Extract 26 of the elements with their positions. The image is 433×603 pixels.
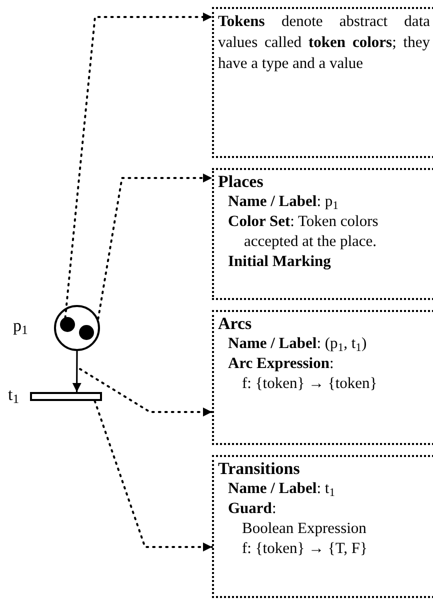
box-text: f: {token} → {T, F}	[242, 539, 368, 559]
leader-line	[79, 368, 213, 416]
box-text: Name / Label: p$_{1}$	[228, 192, 340, 212]
box-text: Name / Label: (p$_{1}$, t$_{1}$)	[228, 334, 368, 354]
info-box	[212, 455, 433, 598]
info-box	[212, 7, 433, 158]
box-text: Color Set: Token colors accepted at the place.	[228, 212, 380, 252]
node-label: t$_{1}$	[8, 385, 20, 405]
box-text: Initial Marking	[228, 252, 332, 272]
leader-line	[64, 12, 213, 319]
leader-line	[97, 174, 213, 320]
box-heading: Arcs	[218, 314, 253, 334]
box-text: Arc Expression:	[228, 354, 335, 374]
info-box	[212, 310, 433, 445]
box-text: Tokens denote abstract data values called token colors; they have a type and a value	[218, 12, 430, 74]
box-text: f: {token} → {token}	[242, 374, 378, 394]
box-heading: Places	[218, 172, 264, 192]
node-label: p$_{1}$	[13, 316, 28, 336]
box-text: Boolean Expression	[242, 519, 368, 539]
box-heading: Transitions	[218, 459, 301, 479]
arc-arrow	[72, 350, 82, 393]
box-text: Name / Label: t$_{1}$	[228, 479, 336, 499]
transition-bar	[30, 392, 102, 401]
box-text: Guard:	[228, 499, 278, 519]
info-box	[212, 168, 433, 300]
leader-line	[94, 400, 213, 552]
